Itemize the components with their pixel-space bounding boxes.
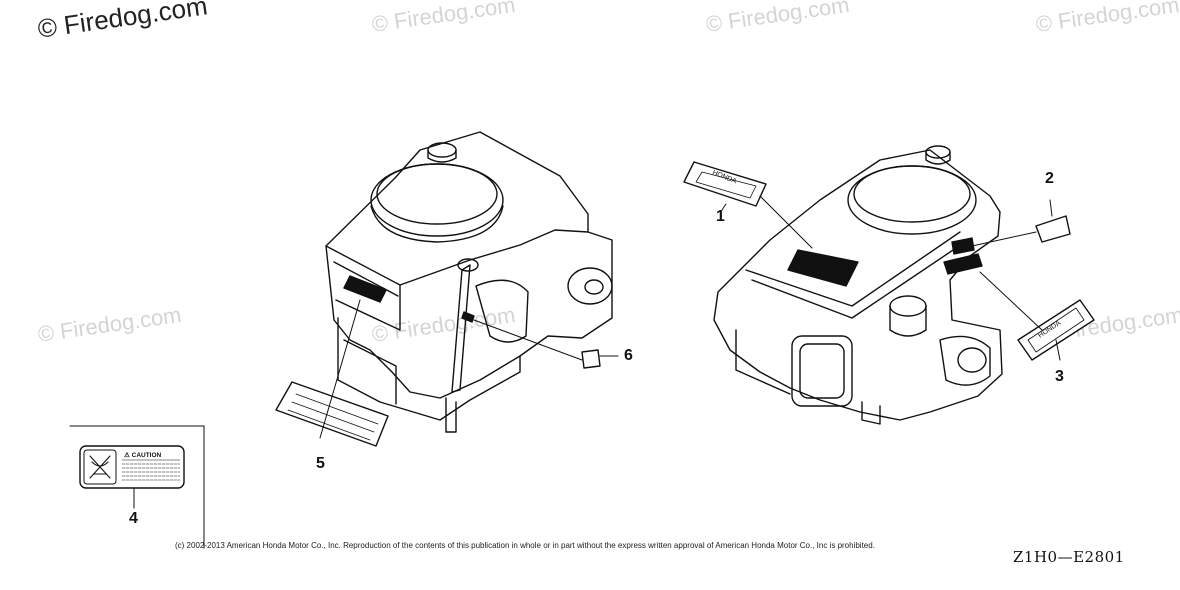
left-engine-lower-block	[337, 317, 521, 421]
left-decal-location-5	[343, 275, 387, 303]
right-engine-side-housing	[939, 335, 991, 386]
left-air-cleaner-rim	[370, 205, 504, 243]
leader-line-6	[473, 319, 583, 361]
leader-line-1-to-engine	[759, 195, 813, 249]
right-engine-recoil-inner	[799, 343, 845, 399]
left-fuel-cap	[427, 142, 457, 158]
leader-line-1	[721, 203, 727, 211]
left-engine-lower-line	[343, 339, 397, 405]
right-engine-crank-stub	[861, 401, 881, 425]
callout-1: 1	[716, 208, 725, 225]
callout-6: 6	[624, 347, 633, 364]
drawing-code: Z1H0—E2801	[1013, 548, 1125, 566]
decal-5-emission-label	[275, 381, 389, 447]
right-engine-side-port	[957, 347, 987, 373]
decal-2-small-label	[1035, 215, 1071, 243]
left-engine-panel-line	[333, 261, 399, 297]
right-engine-shroud	[713, 149, 1003, 421]
decal-1-honda-label	[683, 161, 767, 207]
right-engine-lower-left	[735, 329, 791, 395]
leader-line-2-tail	[1049, 199, 1053, 217]
leader-line-2	[971, 231, 1037, 247]
callout-3: 3	[1055, 368, 1064, 385]
left-engine-crank-stub	[445, 397, 457, 433]
caution-pictogram-icon	[89, 455, 111, 479]
callout-5: 5	[316, 455, 325, 472]
left-engine-top-edge	[399, 229, 589, 286]
left-dipstick-tube	[451, 264, 471, 393]
leader-line-3	[979, 271, 1043, 331]
callout-2: 2	[1045, 170, 1054, 187]
decal-3-honda-label	[1017, 299, 1095, 361]
left-engine-side-port	[567, 267, 613, 305]
decal-6-small-label	[581, 349, 601, 369]
right-fuel-cap-side	[925, 151, 951, 165]
right-engine-oil-cap-side	[889, 305, 927, 337]
decal-4-caution-label	[79, 445, 185, 489]
right-engine-top-edge	[745, 231, 961, 307]
right-engine-oil-cap	[889, 295, 927, 317]
leader-line-5	[319, 299, 361, 439]
copyright-notice: (c) 2002-2013 American Honda Motor Co., …	[175, 541, 875, 550]
callout-4: 4	[129, 510, 138, 527]
right-air-cleaner-top	[853, 165, 971, 223]
right-decal-location-1	[787, 249, 859, 287]
leader-line-3-tail	[1055, 339, 1061, 361]
left-fuel-cap-side	[427, 149, 457, 163]
right-engine-recoil-housing	[791, 335, 853, 407]
left-decal-location-6	[461, 311, 475, 323]
right-engine-illustration	[713, 145, 1003, 425]
right-engine-panel-line	[751, 243, 963, 319]
caution-title-text: ⚠ CAUTION	[124, 451, 162, 459]
right-decal-location-3	[943, 253, 983, 275]
left-air-cleaner-top	[376, 163, 498, 225]
left-oil-filler	[475, 279, 529, 343]
left-engine-front-face	[325, 245, 401, 331]
left-engine-illustration	[325, 131, 613, 433]
left-engine-side-port-inner	[584, 279, 604, 295]
right-decal-location-2	[951, 237, 975, 255]
left-dipstick-cap	[457, 258, 479, 272]
